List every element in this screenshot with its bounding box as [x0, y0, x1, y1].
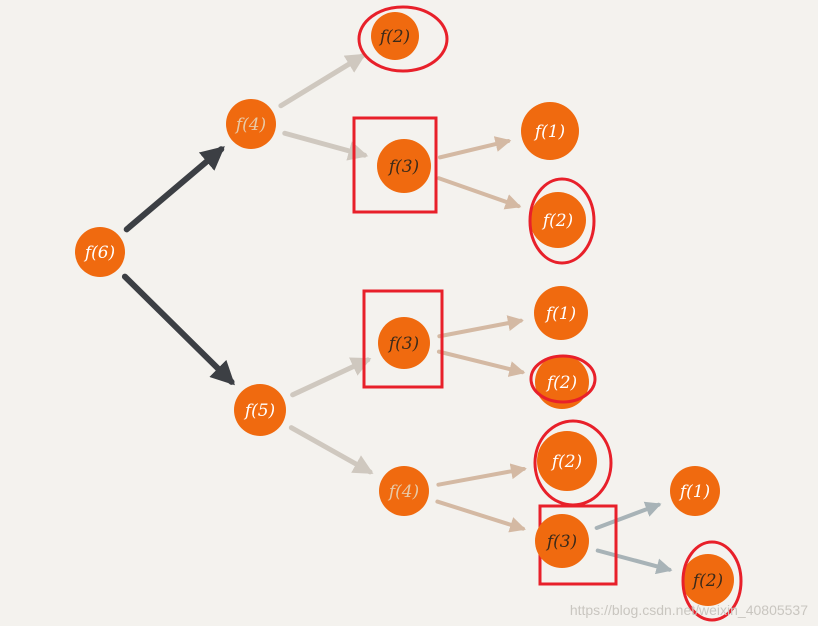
node-label: f(1)	[544, 304, 576, 324]
node-label: f(2)	[541, 211, 573, 231]
node-circle	[234, 384, 286, 436]
node-circle	[670, 466, 720, 516]
node-label: f(1)	[678, 482, 710, 502]
node-label: f(3)	[387, 334, 419, 354]
node-circle	[682, 554, 734, 606]
node-label: f(5)	[243, 401, 275, 421]
node-f2e: f(2)	[682, 554, 734, 606]
edges	[121, 53, 673, 575]
highlight-circle-f2b	[528, 177, 596, 265]
node-label: f(6)	[83, 243, 115, 263]
edge-f3b-to-f1b	[437, 315, 524, 339]
edge-f3a-to-f1a	[437, 136, 512, 160]
node-circle	[521, 102, 579, 160]
node-f1c: f(1)	[670, 466, 720, 516]
node-label: f(2)	[550, 452, 582, 472]
node-f6: f(6)	[75, 227, 125, 277]
node-f3c: f(3)	[535, 514, 589, 568]
node-circle	[535, 355, 589, 409]
node-circle	[378, 317, 430, 369]
node-f4b: f(4)	[379, 466, 429, 516]
edge-f3c-to-f1c	[594, 501, 662, 530]
node-f4a: f(4)	[226, 99, 276, 149]
node-circle	[377, 139, 431, 193]
node-f2b: f(2)	[530, 192, 586, 248]
node-label: f(4)	[234, 115, 266, 135]
node-circle	[75, 227, 125, 277]
highlight-circle-f2d	[533, 419, 613, 507]
edge-f4b-to-f2d	[436, 463, 527, 487]
node-f2c: f(2)	[535, 355, 589, 409]
highlight-box-f3b	[362, 289, 444, 389]
edge-f4a-to-f2a	[278, 53, 366, 109]
edge-f5-to-f3b	[290, 357, 372, 398]
node-f5: f(5)	[234, 384, 286, 436]
node-f2d: f(2)	[537, 431, 597, 491]
node-label: f(2)	[545, 373, 577, 393]
node-label: f(3)	[545, 532, 577, 552]
node-label: f(4)	[387, 482, 419, 502]
node-circle	[534, 286, 588, 340]
node-circle	[379, 466, 429, 516]
edge-f4b-to-f3c	[435, 499, 526, 533]
node-label: f(2)	[378, 27, 410, 47]
edge-f4a-to-f3a	[282, 130, 369, 161]
node-label: f(3)	[387, 157, 419, 177]
node-circle	[530, 192, 586, 248]
edge-f6-to-f4a	[123, 146, 225, 233]
edge-f3b-to-f2c	[436, 349, 526, 377]
edge-f6-to-f5	[121, 273, 235, 386]
node-circle	[371, 12, 419, 60]
edge-f5-to-f4b	[288, 425, 374, 475]
node-f3a: f(3)	[377, 139, 431, 193]
watermark-url: https://blog.csdn.net/weixin_40805537	[569, 602, 808, 618]
highlight-box-f3a	[352, 116, 438, 214]
node-f2a: f(2)	[371, 12, 419, 60]
node-label: f(2)	[691, 571, 723, 591]
highlight-circle-f2e	[681, 540, 743, 622]
node-circle	[537, 431, 597, 491]
node-f3b: f(3)	[378, 317, 430, 369]
node-label: f(1)	[533, 122, 565, 142]
edge-f3c-to-f2e	[595, 548, 673, 575]
node-circle	[226, 99, 276, 149]
node-circle	[535, 514, 589, 568]
highlight-circle-f2a	[357, 5, 449, 73]
edge-f3a-to-f2b	[436, 176, 522, 210]
node-f1b: f(1)	[534, 286, 588, 340]
node-f1a: f(1)	[521, 102, 579, 160]
nodes: f(6) f(4) f(5) f(2) f(3) f(1) f(2) f(3) f(1) f(2)…	[75, 5, 743, 622]
highlight-circle-f2c	[529, 354, 597, 404]
